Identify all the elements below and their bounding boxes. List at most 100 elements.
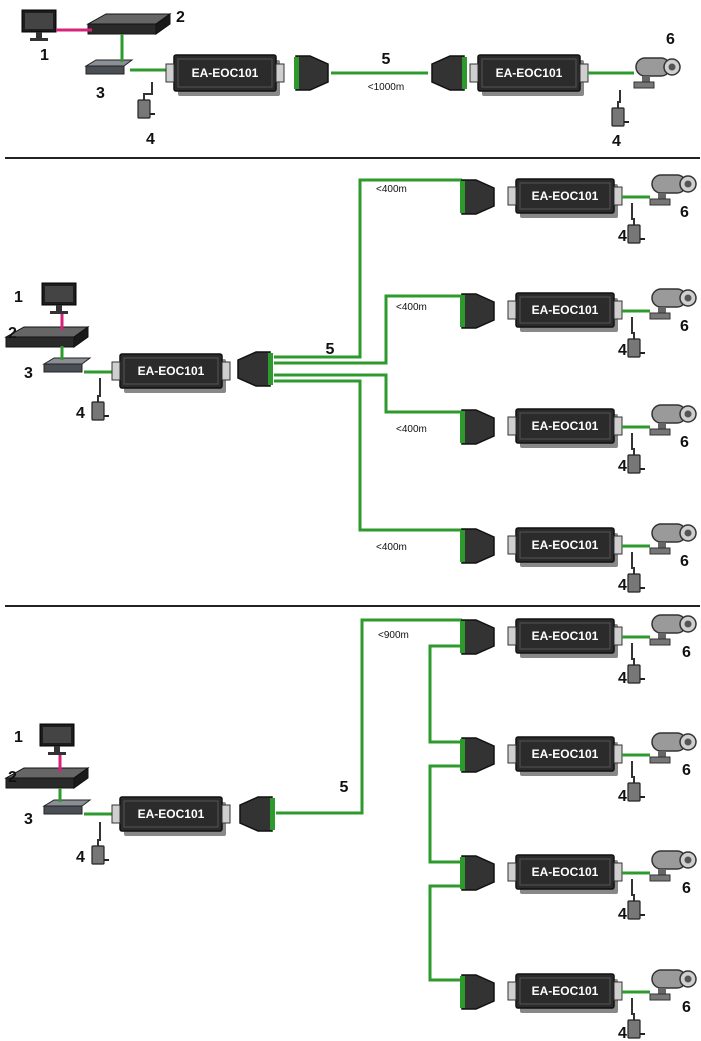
- power-adapter-icon: [91, 401, 109, 421]
- rj45-port-icon: [111, 804, 121, 824]
- label-5: 5: [340, 779, 349, 796]
- device-label: EA-EOC101: [532, 984, 599, 998]
- label-2: 2: [8, 325, 17, 342]
- eoc-device: EA-EOC101: [507, 973, 623, 1013]
- power-cord: [97, 378, 101, 402]
- camera-icon: [649, 174, 697, 206]
- label-4: 4: [612, 133, 621, 150]
- eoc-device: EA-EOC101: [469, 54, 589, 96]
- camera-icon: [649, 404, 697, 436]
- distance-label: <400m: [376, 542, 407, 553]
- bnc-port-icon: [613, 626, 623, 646]
- label-4: 4: [618, 228, 627, 245]
- rj45-port-icon: [111, 361, 121, 381]
- coax-cable: [428, 644, 462, 744]
- distance-label: <1000m: [368, 82, 404, 93]
- label-3: 3: [24, 365, 33, 382]
- power-adapter-icon: [627, 338, 645, 358]
- power-adapter-icon: [627, 900, 645, 920]
- switch-icon: [42, 799, 92, 815]
- label-6: 6: [682, 999, 691, 1016]
- label-3: 3: [96, 85, 105, 102]
- distance-label: <400m: [396, 302, 427, 313]
- power-adapter-icon: [91, 845, 109, 865]
- device-label: EA-EOC101: [532, 189, 599, 203]
- power-adapter-icon: [137, 99, 155, 119]
- coax-cable: [274, 294, 462, 365]
- power-cord: [631, 203, 635, 225]
- coax-cable: [274, 373, 462, 414]
- coax-cable: [428, 764, 462, 864]
- bnc-port-icon: [613, 416, 623, 436]
- coax-splitter-icon: [460, 619, 495, 655]
- device-label: EA-EOC101: [532, 538, 599, 552]
- coax-splitter-icon: [460, 528, 495, 564]
- device-label: EA-EOC101: [138, 807, 205, 821]
- distance-label: <400m: [396, 424, 427, 435]
- power-adapter-icon: [627, 224, 645, 244]
- rj45-port-icon: [507, 626, 517, 646]
- bnc-port-icon: [579, 63, 589, 83]
- coax-splitter-icon: [460, 293, 495, 329]
- power-cord: [631, 761, 635, 783]
- eoc-device: EA-EOC101: [507, 178, 623, 218]
- label-4: 4: [618, 458, 627, 475]
- rj45-port-icon: [507, 535, 517, 555]
- device-label: EA-EOC101: [532, 419, 599, 433]
- monitor-icon: [41, 282, 77, 314]
- label-1: 1: [14, 729, 23, 746]
- label-4: 4: [146, 131, 155, 148]
- bnc-port-icon: [613, 862, 623, 882]
- bnc-port-icon: [275, 63, 285, 83]
- label-2: 2: [176, 9, 185, 26]
- power-adapter-icon: [627, 1019, 645, 1039]
- device-label: EA-EOC101: [532, 865, 599, 879]
- label-4: 4: [618, 788, 627, 805]
- power-adapter-icon: [627, 454, 645, 474]
- label-6: 6: [680, 318, 689, 335]
- device-label: EA-EOC101: [532, 747, 599, 761]
- eoc-device: EA-EOC101: [507, 618, 623, 658]
- camera-icon: [649, 614, 697, 646]
- bnc-port-icon: [613, 186, 623, 206]
- label-1: 1: [40, 47, 49, 64]
- eoc-device: EA-EOC101: [507, 408, 623, 448]
- power-cord: [97, 822, 101, 846]
- rj45-port-icon: [507, 416, 517, 436]
- power-adapter-icon: [627, 782, 645, 802]
- recorder-icon: [4, 767, 90, 789]
- rj45-port-icon: [507, 300, 517, 320]
- power-cord: [631, 552, 635, 574]
- bnc-port-icon: [613, 300, 623, 320]
- coax-cable: [274, 379, 462, 532]
- rj45-port-icon: [507, 186, 517, 206]
- label-4: 4: [618, 1025, 627, 1041]
- label-2: 2: [8, 769, 17, 786]
- coax-splitter-icon: [460, 179, 495, 215]
- rj45-port-icon: [165, 63, 175, 83]
- eoc-device: EA-EOC101: [507, 527, 623, 567]
- label-6: 6: [682, 880, 691, 897]
- eoc-device: EA-EOC101: [507, 854, 623, 894]
- switch-icon: [42, 357, 92, 373]
- monitor-icon: [21, 9, 57, 41]
- label-4: 4: [618, 906, 627, 923]
- rj45-port-icon: [469, 63, 479, 83]
- eoc-device: EA-EOC101: [507, 736, 623, 776]
- rj45-port-icon: [507, 862, 517, 882]
- coax-splitter-icon: [460, 974, 495, 1010]
- coax-cable: [276, 618, 462, 815]
- camera-icon: [649, 732, 697, 764]
- device-label: EA-EOC101: [496, 66, 563, 80]
- label-6: 6: [666, 31, 675, 48]
- camera-icon: [649, 288, 697, 320]
- device-label: EA-EOC101: [138, 364, 205, 378]
- label-3: 3: [24, 811, 33, 828]
- camera-icon: [649, 850, 697, 882]
- bnc-port-icon: [613, 535, 623, 555]
- coax-cable: [274, 178, 462, 359]
- label-6: 6: [680, 434, 689, 451]
- device-label: EA-EOC101: [532, 303, 599, 317]
- label-6: 6: [680, 204, 689, 221]
- distance-label: <900m: [378, 630, 409, 641]
